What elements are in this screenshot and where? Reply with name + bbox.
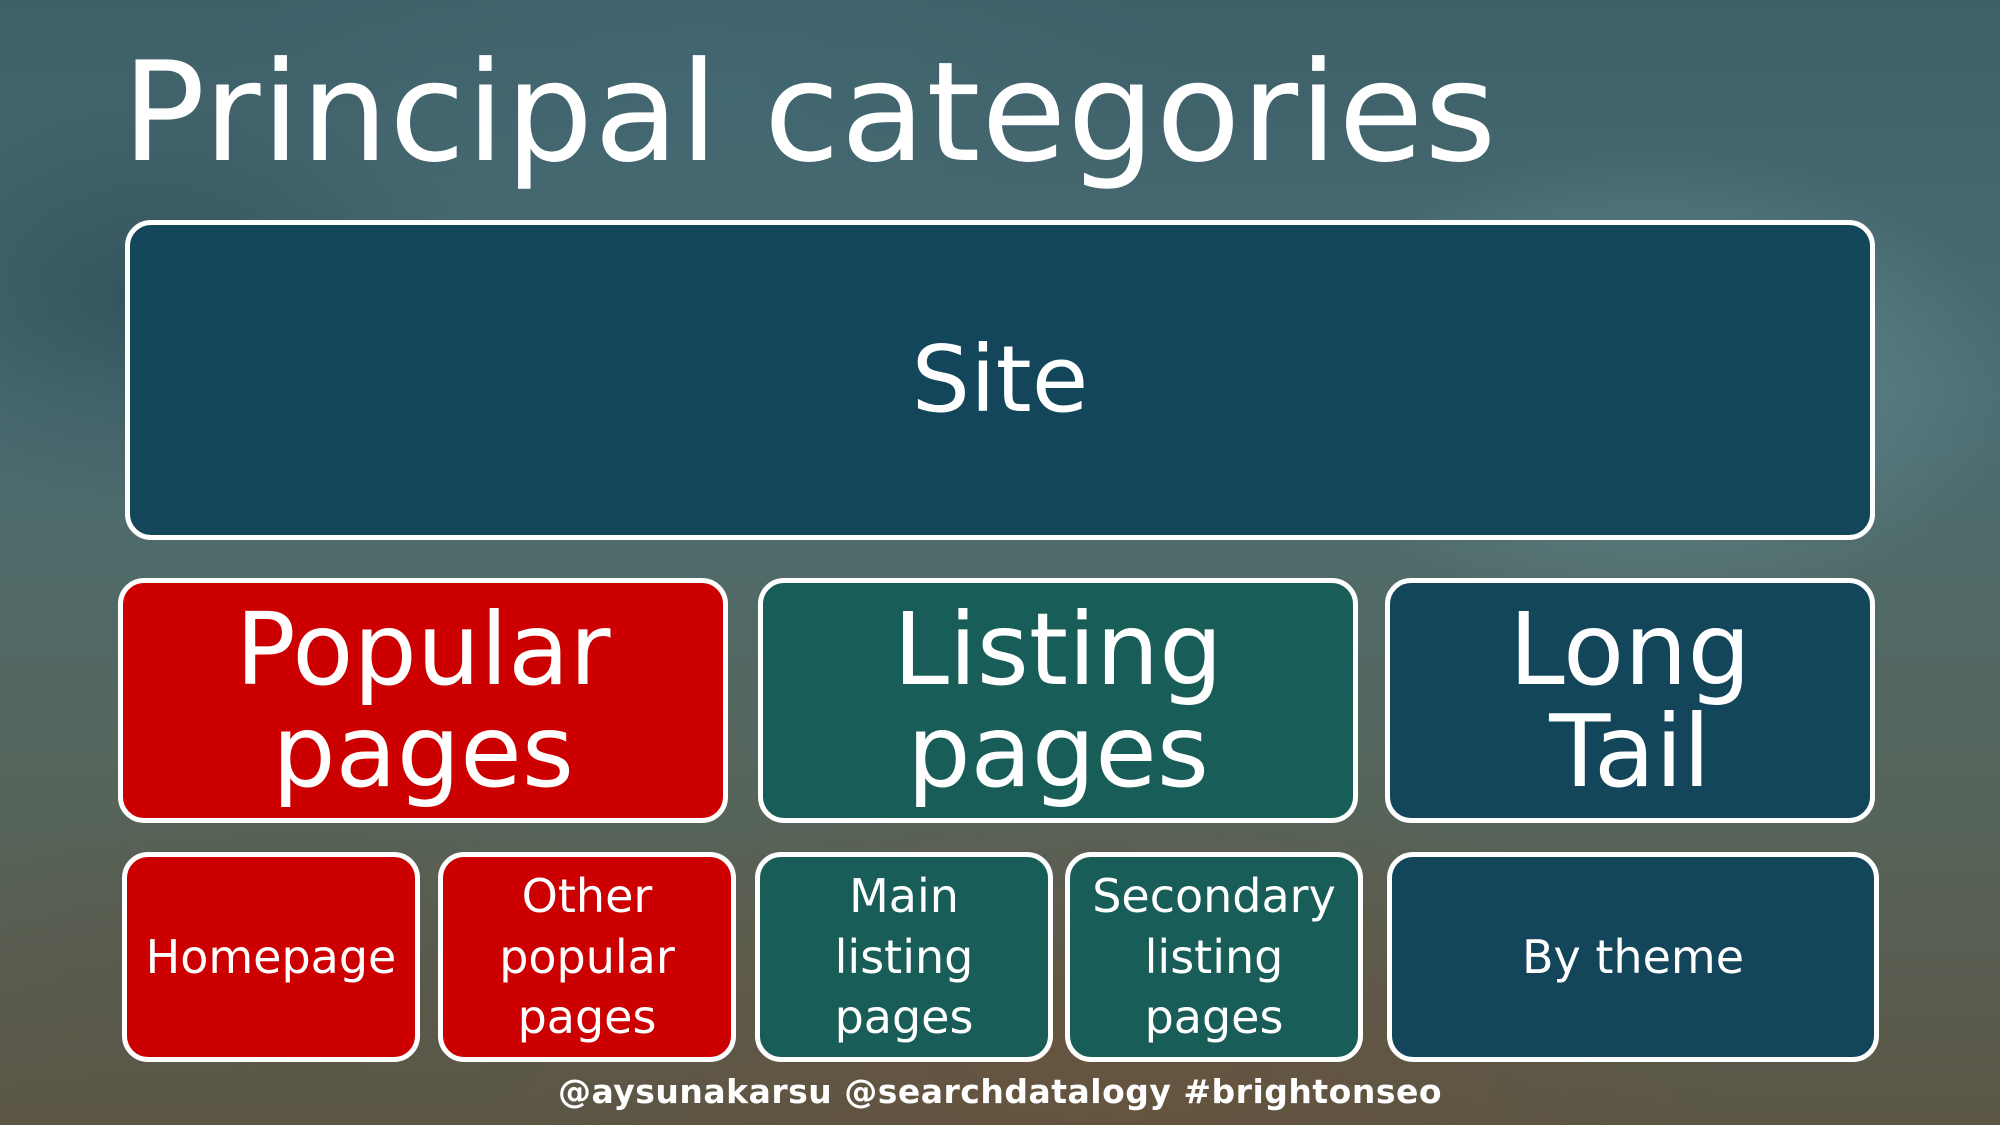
listing-pages-node: Listing pages bbox=[758, 578, 1358, 823]
listing-pages-label: Listing pages bbox=[893, 590, 1223, 810]
long-tail-node: Long Tail bbox=[1385, 578, 1875, 823]
slide-title: Principal categories bbox=[122, 32, 1498, 193]
other-popular-pages-label: Other popular pages bbox=[499, 868, 675, 1045]
long-tail-label: Long Tail bbox=[1509, 590, 1751, 810]
secondary-listing-pages-label: Secondary listing pages bbox=[1092, 868, 1336, 1045]
by-theme-label: By theme bbox=[1521, 929, 1744, 984]
main-listing-pages-node: Main listing pages bbox=[755, 852, 1053, 1062]
homepage-label: Homepage bbox=[145, 929, 397, 984]
site-node-label: Site bbox=[911, 326, 1089, 434]
site-node: Site bbox=[125, 220, 1875, 540]
secondary-listing-pages-node: Secondary listing pages bbox=[1065, 852, 1363, 1062]
homepage-node: Homepage bbox=[122, 852, 420, 1062]
popular-pages-label: Popular pages bbox=[235, 590, 611, 810]
other-popular-pages-node: Other popular pages bbox=[438, 852, 736, 1062]
main-listing-pages-label: Main listing pages bbox=[834, 868, 974, 1045]
footer-handles: @aysunakarsu @searchdatalogy #brightonse… bbox=[557, 1072, 1443, 1111]
by-theme-node: By theme bbox=[1387, 852, 1879, 1062]
popular-pages-node: Popular pages bbox=[118, 578, 728, 823]
